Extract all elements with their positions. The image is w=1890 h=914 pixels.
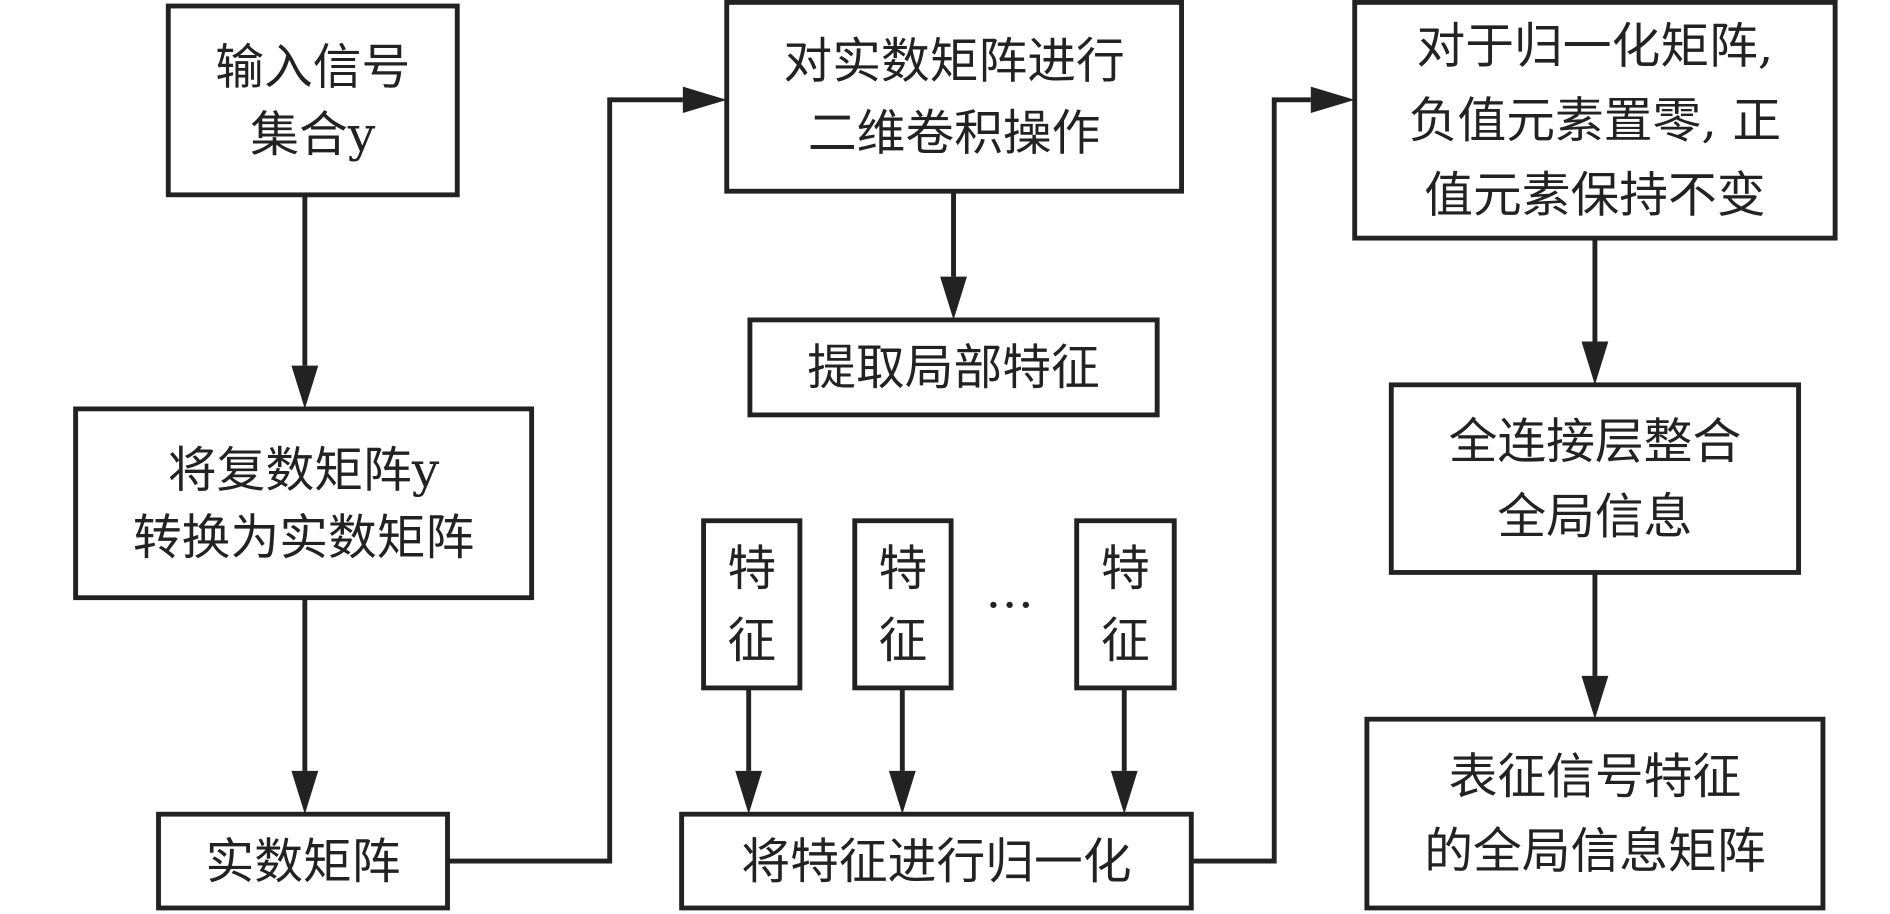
- arrow-featuren-to-normalize-head: [1110, 770, 1138, 815]
- node-feature-1: 特征: [701, 518, 803, 691]
- node-2d-convolution-border: [724, 0, 1184, 194]
- arrow-relu-to-fc-head: [1581, 341, 1609, 385]
- arrow-real-to-conv: [447, 97, 683, 864]
- arrow-feature1-to-normalize-head: [735, 770, 763, 815]
- node-input-signal-text: 集合y: [250, 107, 376, 163]
- node-relu-text: 对于归一化矩阵,: [1416, 19, 1773, 75]
- node-2d-convolution-text: 二维卷积操作: [808, 106, 1101, 162]
- node-normalize: 将特征进行归一化: [679, 811, 1194, 911]
- arrow-normalize-to-relu: [1191, 97, 1311, 864]
- node-normalize-text: 将特征进行归一化: [741, 834, 1131, 890]
- node-feature-n: 特征: [1074, 518, 1177, 691]
- node-local-features-text: 提取局部特征: [807, 341, 1100, 397]
- node-feature-n-text: 征: [1101, 614, 1150, 670]
- node-convert-matrix: 将复数矩阵y 转换为实数矩阵: [73, 406, 535, 601]
- node-local-features: 提取局部特征: [747, 317, 1160, 418]
- arrow-fc-to-output-head: [1581, 675, 1609, 720]
- node-feature-2: 特征: [852, 518, 954, 691]
- node-normalize-border: [679, 811, 1194, 911]
- node-fully-connected-border: [1388, 382, 1801, 575]
- arrow-convert-to-real-head: [291, 770, 319, 815]
- node-fully-connected-text: 全连接层整合: [1449, 415, 1742, 471]
- arrow-feature2-to-normalize-head: [888, 770, 916, 815]
- node-relu-text: 负值元素置零, 正: [1409, 93, 1781, 149]
- node-real-matrix-text: 实数矩阵: [205, 834, 400, 890]
- arrow-input-to-convert-head: [291, 365, 319, 409]
- node-relu-border: [1352, 0, 1838, 241]
- node-feature-n-border: [1074, 518, 1177, 691]
- node-2d-convolution-text: 对实数矩阵进行: [783, 34, 1124, 90]
- node-real-matrix: 实数矩阵: [156, 811, 450, 911]
- node-convert-matrix-text: 将复数矩阵y: [168, 443, 440, 499]
- arrow-normalize-to-relu-head: [1310, 86, 1355, 114]
- node-feature-2-text: 特: [879, 541, 928, 597]
- node-input-signal-border: [165, 3, 460, 198]
- node-output-matrix-text: 的全局信息矩阵: [1424, 824, 1765, 880]
- node-feature-n-text: 特: [1101, 541, 1150, 597]
- feature-ellipsis: …: [985, 564, 1034, 620]
- node-relu-text: 值元素保持不变: [1424, 168, 1765, 224]
- node-real-matrix-border: [156, 811, 450, 911]
- node-convert-matrix-border: [73, 406, 535, 601]
- node-feature-2-text: 征: [879, 614, 928, 670]
- node-convert-matrix-text: 转换为实数矩阵: [133, 510, 474, 566]
- node-feature-1-text: 特: [727, 541, 776, 597]
- node-feature-2-border: [852, 518, 954, 691]
- arrow-real-to-conv-head: [682, 86, 727, 114]
- node-local-features-border: [747, 317, 1160, 418]
- node-output-matrix-text: 表征信号特征: [1449, 749, 1742, 805]
- node-feature-1-text: 征: [727, 614, 776, 670]
- node-fully-connected-text: 全局信息: [1497, 489, 1692, 545]
- arrow-conv-to-local-head: [940, 276, 967, 320]
- node-output-matrix-border: [1364, 716, 1826, 911]
- node-feature-1-border: [701, 518, 803, 691]
- node-input-signal-text: 输入信号: [215, 40, 410, 96]
